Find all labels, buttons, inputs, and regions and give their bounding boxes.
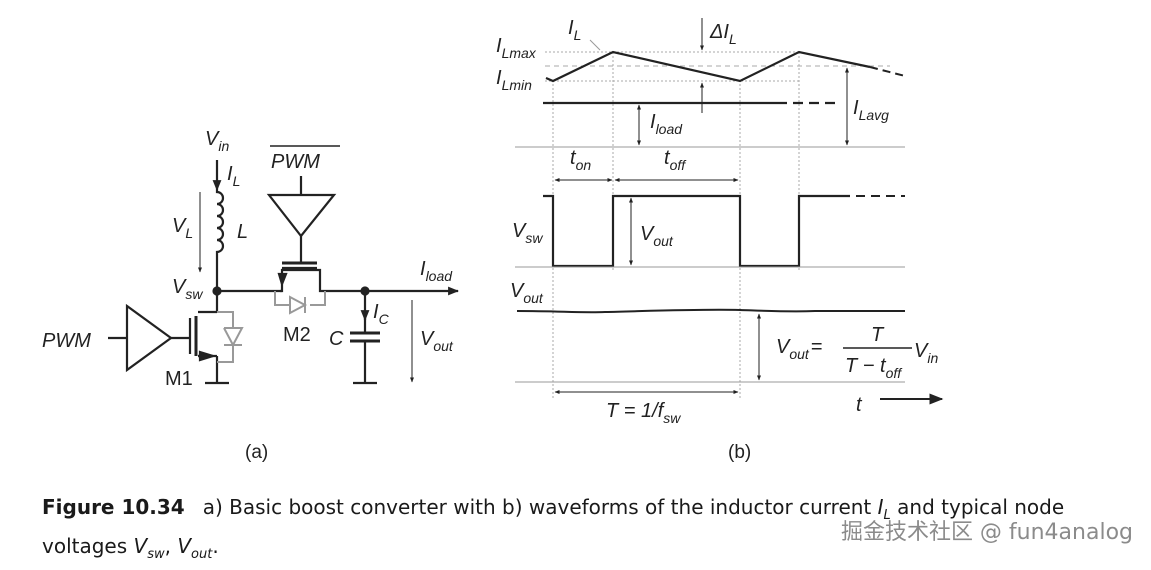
equation-numerator: T xyxy=(871,324,885,346)
caption-il: IL xyxy=(877,495,891,523)
caption-vout: Vout xyxy=(177,534,213,562)
figure-number: Figure 10.34 xyxy=(42,495,185,519)
m1-label: M1 xyxy=(165,368,193,390)
pwm-bar-driver-buffer xyxy=(266,193,337,238)
ic-label: IC xyxy=(373,301,390,327)
toff-label: toff xyxy=(664,147,687,173)
iload-label: Iload xyxy=(420,258,453,284)
pwm-driver-buffer xyxy=(125,303,173,373)
figure-caption: Figure 10.34 a) Basic boost converter wit… xyxy=(42,492,1102,570)
pwm-bar-label: PWM xyxy=(271,151,320,173)
watermark: 掘金技术社区 @ fun4analog xyxy=(840,520,1133,545)
vsw-amplitude-label: Vout xyxy=(640,223,674,249)
vout-label: Vout xyxy=(420,328,454,354)
vsw-label: Vsw xyxy=(172,276,203,302)
figure: Vin IL VL L Vsw PWM PWM M1 M2 C IC Iload… xyxy=(42,17,944,463)
il-wave-label: IL xyxy=(568,17,581,43)
il-waveform-continuation xyxy=(869,66,906,77)
iload-wave-label: Iload xyxy=(650,111,683,137)
vout-waveform xyxy=(516,308,905,314)
ilmin-label: ILmin xyxy=(496,67,532,93)
vin-label: Vin xyxy=(205,128,229,154)
waveforms xyxy=(515,18,944,405)
equation-lhs: Vout= xyxy=(776,336,823,362)
ton-label: ton xyxy=(570,147,591,173)
caption-end: . xyxy=(212,534,219,558)
il-label: IL xyxy=(227,163,240,189)
period-label: T = 1/fsw xyxy=(606,400,681,426)
vsw-wave-label: Vsw xyxy=(512,220,543,246)
time-axis-label: t xyxy=(856,394,863,416)
ilmax-label: ILmax xyxy=(496,35,537,61)
m2-label: M2 xyxy=(283,324,311,346)
boost-converter-schematic xyxy=(108,160,460,385)
pwm-label: PWM xyxy=(42,330,91,352)
delta-il-label: ΔIL xyxy=(709,21,737,47)
il-pointer xyxy=(589,39,601,51)
il-waveform xyxy=(545,50,871,83)
equation-rhs: Vin xyxy=(914,340,938,366)
equation-denominator: T − toff xyxy=(845,355,903,381)
ilavg-label: ILavg xyxy=(853,97,889,123)
cap-label: C xyxy=(329,328,344,350)
vout-wave-label: Vout xyxy=(510,280,544,306)
caption-text-2: and typical node voltages xyxy=(42,495,1065,558)
caption-separator: , xyxy=(164,534,178,558)
panel-a-label: (a) xyxy=(245,442,268,463)
caption-text-1: a) Basic boost converter with b) wavefor… xyxy=(202,495,878,519)
inductor xyxy=(215,190,225,290)
vl-label: VL xyxy=(172,215,193,241)
panel-b-label: (b) xyxy=(728,442,751,463)
vsw-waveform xyxy=(543,194,850,268)
inductor-label: L xyxy=(237,221,248,243)
caption-vsw: Vsw xyxy=(133,534,165,562)
